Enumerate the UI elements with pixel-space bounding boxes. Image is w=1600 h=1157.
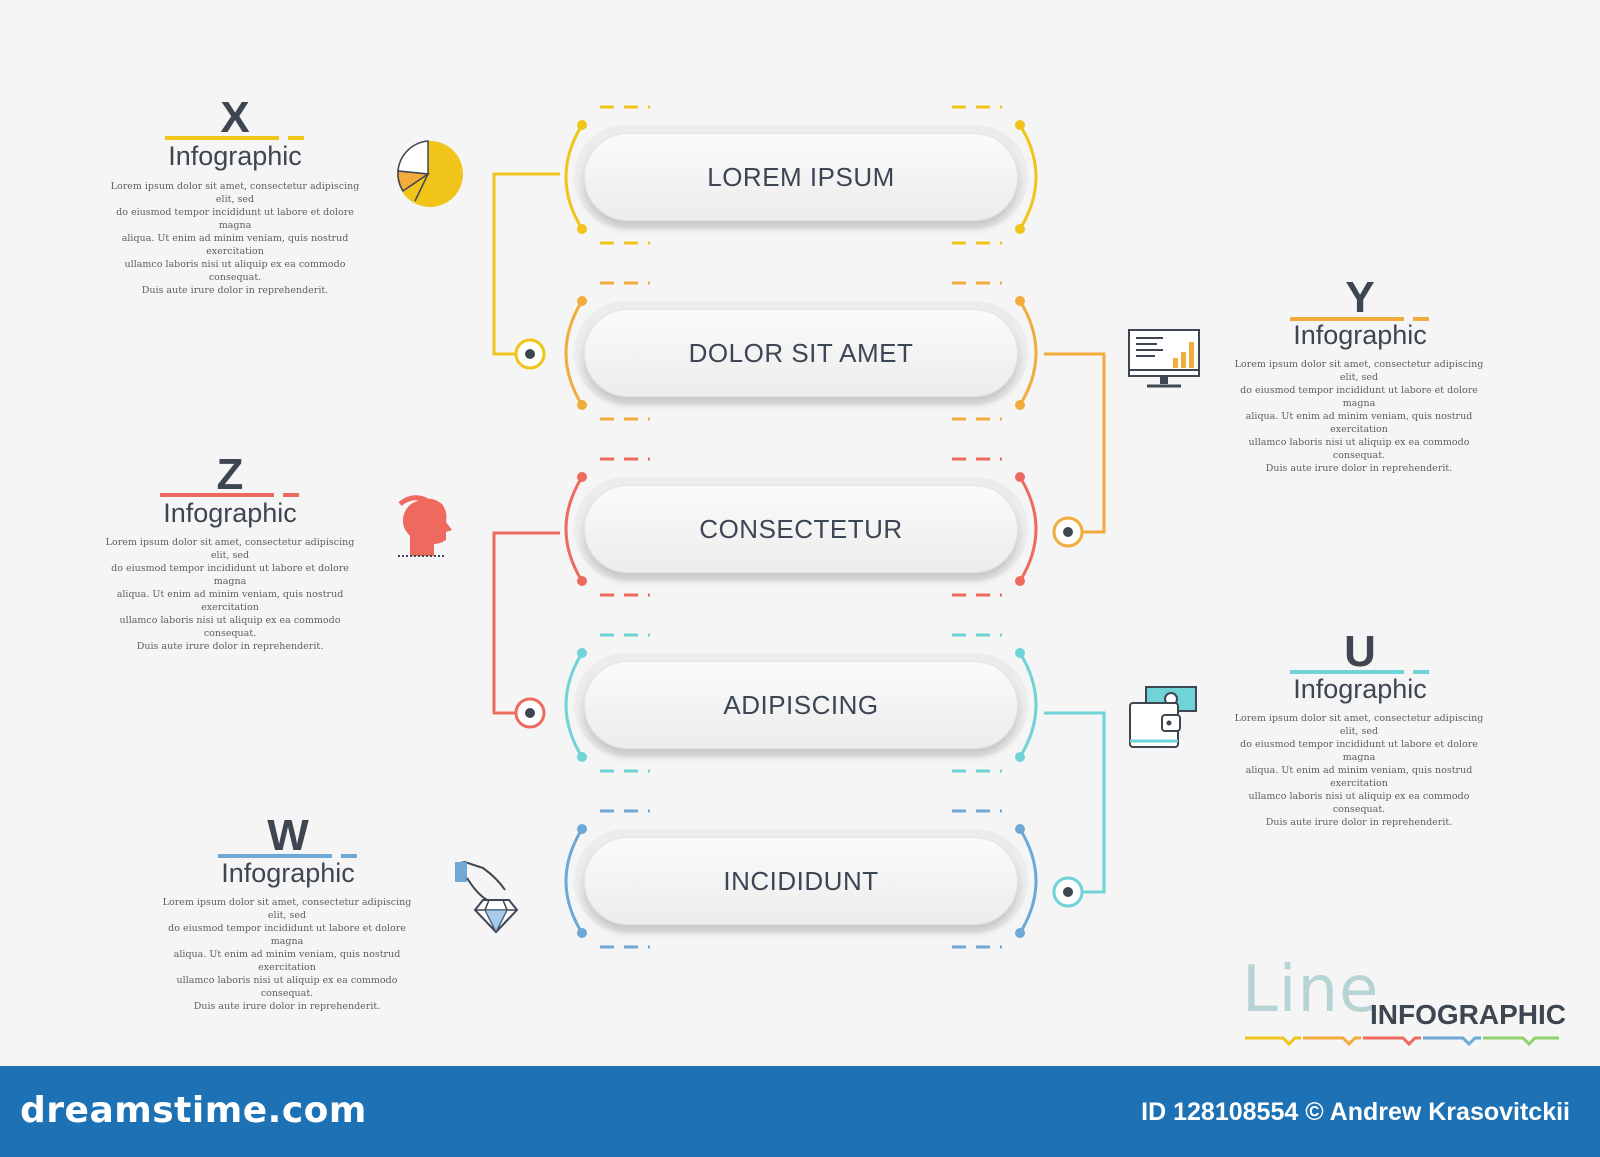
block-u-underline-dash bbox=[1413, 670, 1429, 674]
step-2-bracket-dot bbox=[577, 296, 587, 306]
step-2-label: DOLOR SIT AMET bbox=[688, 337, 914, 368]
footer-site-logo[interactable]: dreamstime.com bbox=[20, 1090, 367, 1131]
step-5-bracket-dot bbox=[577, 928, 587, 938]
step-4-right-bracket bbox=[1018, 652, 1038, 758]
step-4-bracket-dot bbox=[1015, 752, 1025, 762]
step-2-bracket-dot bbox=[1015, 400, 1025, 410]
step-1-left-bracket bbox=[564, 124, 584, 230]
block-x-text: Lorem ipsum dolor sit amet, consectetur … bbox=[110, 181, 360, 296]
block-y-letter: Y bbox=[1345, 273, 1375, 322]
step-3-bracket-dot bbox=[577, 576, 587, 586]
step-1-bracket-dot bbox=[1015, 120, 1025, 130]
step-1-label: LOREM IPSUM bbox=[707, 161, 895, 192]
connector-1-node-center bbox=[525, 349, 535, 359]
head-profile-icon bbox=[398, 495, 452, 557]
block-y-text: Lorem ipsum dolor sit amet, consectetur … bbox=[1234, 359, 1484, 474]
connector-3-node-center bbox=[525, 708, 535, 718]
connector-4-node-center bbox=[1063, 887, 1073, 897]
step-1-bracket-dot bbox=[577, 120, 587, 130]
block-u-title: Infographic bbox=[1293, 674, 1427, 704]
step-3-right-bracket bbox=[1018, 476, 1038, 582]
block-w-letter: W bbox=[267, 811, 309, 860]
brand-color-stripes bbox=[1245, 1036, 1559, 1047]
block-w-underline bbox=[218, 854, 332, 858]
step-4-bracket-dot bbox=[1015, 648, 1025, 658]
block-z-title: Infographic bbox=[163, 498, 297, 528]
step-5-right-bracket bbox=[1018, 828, 1038, 934]
block-z-letter: Z bbox=[216, 450, 244, 499]
step-4-bracket-dot bbox=[577, 648, 587, 658]
footer-bar: dreamstime.com ID 128108554 © Andrew Kra… bbox=[0, 1066, 1600, 1157]
step-5-label: INCIDIDUNT bbox=[723, 865, 879, 896]
block-x-underline-dash bbox=[288, 136, 304, 140]
step-1-right-bracket bbox=[1018, 124, 1038, 230]
computer-monitor-icon bbox=[1128, 329, 1200, 388]
block-w-title: Infographic bbox=[221, 858, 355, 888]
infographic-canvas: LOREM IPSUM DOLOR SIT AMET CONSECTETUR A… bbox=[105, 93, 1566, 1047]
step-5-left-bracket bbox=[564, 828, 584, 934]
block-x-underline bbox=[165, 136, 279, 140]
block-u-text: Lorem ipsum dolor sit amet, consectetur … bbox=[1234, 713, 1484, 828]
step-2-pill: DOLOR SIT AMET bbox=[584, 309, 1018, 397]
connector-3 bbox=[492, 531, 560, 715]
wallet-money-icon bbox=[1129, 686, 1197, 748]
connector-2 bbox=[1044, 352, 1106, 534]
step-3-bracket-dot bbox=[1015, 576, 1025, 586]
step-2-bracket-dot bbox=[1015, 296, 1025, 306]
step-2-bracket-dot bbox=[577, 400, 587, 410]
block-w-underline-dash bbox=[341, 854, 357, 858]
pie-chart-icon bbox=[397, 140, 463, 207]
block-w-text: Lorem ipsum dolor sit amet, consectetur … bbox=[162, 897, 412, 1012]
step-5-bracket-dot bbox=[577, 824, 587, 834]
block-y-title: Infographic bbox=[1293, 320, 1427, 350]
connector-2-node-center bbox=[1063, 527, 1073, 537]
block-x-title: Infographic bbox=[168, 141, 302, 171]
connector-1 bbox=[492, 172, 560, 356]
step-3-pill: CONSECTETUR bbox=[584, 485, 1018, 573]
step-4-pill: ADIPISCING bbox=[584, 661, 1018, 749]
block-y-underline-dash bbox=[1413, 317, 1429, 321]
block-z-underline-dash bbox=[283, 493, 299, 497]
step-1-bracket-dot bbox=[577, 224, 587, 234]
connector-lines bbox=[492, 105, 1106, 949]
brand-infographic-wordmark: INFOGRAPHIC bbox=[1370, 999, 1566, 1030]
step-4-left-bracket bbox=[564, 652, 584, 758]
footer-credit: ID 128108554 © Andrew Krasovitckii bbox=[1141, 1098, 1570, 1126]
brand-line-wordmark: Line bbox=[1242, 953, 1380, 1027]
block-z-text: Lorem ipsum dolor sit amet, consectetur … bbox=[105, 537, 355, 652]
block-u-letter: U bbox=[1344, 627, 1376, 676]
block-z-underline bbox=[160, 493, 274, 497]
step-3-bracket-dot bbox=[1015, 472, 1025, 482]
connector-4 bbox=[1044, 711, 1106, 894]
block-y-underline bbox=[1290, 317, 1404, 321]
step-2-left-bracket bbox=[564, 300, 584, 406]
block-u-underline bbox=[1290, 670, 1404, 674]
step-5-bracket-dot bbox=[1015, 928, 1025, 938]
block-x-letter: X bbox=[220, 93, 250, 142]
step-1-pill: LOREM IPSUM bbox=[584, 133, 1018, 221]
step-5-pill: INCIDIDUNT bbox=[584, 837, 1018, 925]
step-4-bracket-dot bbox=[577, 752, 587, 762]
step-5-bracket-dot bbox=[1015, 824, 1025, 834]
step-1-bracket-dot bbox=[1015, 224, 1025, 234]
step-3-bracket-dot bbox=[577, 472, 587, 482]
step-3-left-bracket bbox=[564, 476, 584, 582]
hand-diamond-icon bbox=[454, 860, 519, 934]
step-4-label: ADIPISCING bbox=[723, 689, 879, 720]
step-2-right-bracket bbox=[1018, 300, 1038, 406]
step-3-label: CONSECTETUR bbox=[699, 513, 903, 544]
